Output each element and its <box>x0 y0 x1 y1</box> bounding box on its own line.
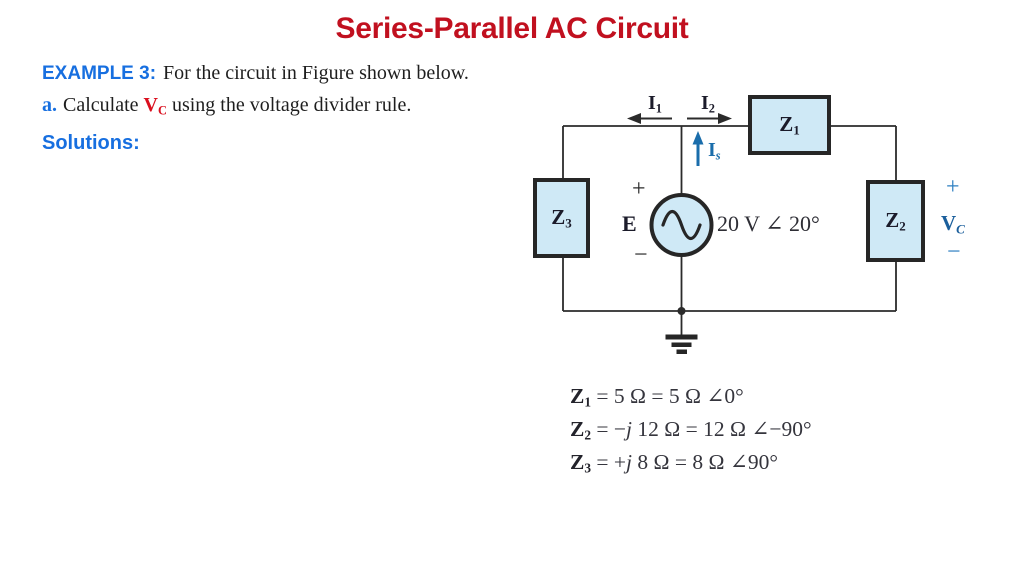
source-label: E <box>622 211 637 236</box>
eq1-pre: = 5 Ω = 5 Ω ∠0° <box>591 384 744 408</box>
page-title: Series-Parallel AC Circuit <box>335 12 689 45</box>
item-a-label: a. <box>42 94 57 116</box>
z1-symbol: Z <box>779 111 794 136</box>
eq2-pre: = − <box>591 417 627 442</box>
equation-line: Z1 = 5 Ω = 5 Ω ∠0° <box>570 383 812 416</box>
eq1-z-symbol: Z <box>570 384 585 408</box>
vc-main: V <box>143 94 158 116</box>
z1-box: Z1 <box>748 95 831 155</box>
source-plus-sign: + <box>632 176 646 202</box>
example-line: EXAMPLE 3: For the circuit in Figure show… <box>42 62 469 85</box>
i2-subscript: 2 <box>708 101 715 116</box>
current-i1-label: I1 <box>648 92 662 116</box>
vc-label: VC <box>941 211 965 238</box>
z2-label: Z2 <box>885 208 906 235</box>
item-a-line: a. Calculate VC using the voltage divider… <box>42 94 411 118</box>
example-text: For the circuit in Figure shown below. <box>163 62 469 84</box>
item-a-post-text: using the voltage divider rule. <box>166 94 412 116</box>
current-is-label: Is <box>708 139 721 163</box>
z1-label: Z1 <box>779 112 800 139</box>
eq3-z-symbol: Z <box>570 450 585 475</box>
is-symbol: I <box>708 139 716 161</box>
eq1-z-subscript: 1 <box>584 394 592 410</box>
item-a-pre-text: Calculate <box>63 94 144 116</box>
eq3-pre: = + <box>591 450 627 475</box>
z2-box: Z2 <box>866 180 925 262</box>
vc-plus-sign: + <box>946 174 960 200</box>
i1-symbol: I <box>648 92 656 114</box>
item-a-vc-symbol: VC <box>143 94 167 118</box>
i1-subscript: 1 <box>655 101 662 116</box>
current-is-arrow-icon <box>692 131 704 166</box>
z2-symbol: Z <box>885 207 900 232</box>
eq2-z-symbol: Z <box>570 417 585 442</box>
z3-box: Z3 <box>533 178 590 258</box>
i2-symbol: I <box>701 92 709 114</box>
vc-subscript: C <box>157 103 167 118</box>
z2-subscript: 2 <box>899 218 906 234</box>
z3-symbol: Z <box>551 204 566 229</box>
z3-label: Z3 <box>551 205 572 232</box>
z3-subscript: 3 <box>565 215 572 231</box>
solutions-label: Solutions: <box>42 132 140 154</box>
ac-source-icon <box>649 193 714 257</box>
eq3-j: j <box>626 450 633 475</box>
current-i2-label: I2 <box>701 92 715 116</box>
eq2-z-subscript: 2 <box>584 427 592 443</box>
vc-symbol: V <box>941 211 957 235</box>
is-subscript: s <box>715 148 721 163</box>
ground-icon <box>665 334 698 354</box>
vc-minus-sign: − <box>947 239 961 265</box>
eq2-j: j <box>626 417 633 442</box>
z1-subscript: 1 <box>793 122 800 138</box>
source-minus-sign: − <box>634 242 648 268</box>
equation-line: Z2 = −j 12 Ω = 12 Ω ∠−90° <box>570 416 812 449</box>
source-value: 20 V ∠ 20° <box>717 211 820 236</box>
eq3-post: 8 Ω = 8 Ω ∠90° <box>632 450 778 475</box>
junction-dot <box>677 307 686 315</box>
impedance-equations: Z1 = 5 Ω = 5 Ω ∠0° Z2 = −j 12 Ω = 12 Ω ∠… <box>570 383 812 483</box>
eq3-z-subscript: 3 <box>584 461 592 477</box>
equation-line: Z3 = +j 8 Ω = 8 Ω ∠90° <box>570 449 812 482</box>
eq2-post: 12 Ω = 12 Ω ∠−90° <box>632 417 812 442</box>
vc-label-subscript: C <box>956 221 965 237</box>
example-label: EXAMPLE 3: <box>42 63 157 84</box>
